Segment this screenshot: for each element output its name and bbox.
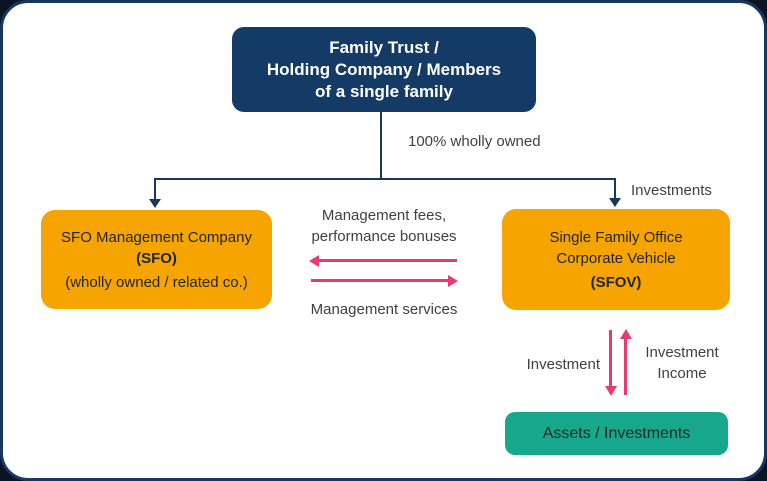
- arrow-investment-shaft: [609, 330, 612, 387]
- node-sfov: Single Family Office Corporate Vehicle (…: [502, 209, 730, 310]
- node-sfo: SFO Management Company (SFO) (wholly own…: [41, 210, 272, 309]
- family-trust-line1: Family Trust /: [329, 37, 439, 57]
- arrow-income-head-up: [620, 329, 632, 339]
- label-management-fees: Management fees, performance bonuses: [284, 205, 484, 247]
- connector-branch-horizontal: [154, 178, 616, 180]
- sfo-line2: (SFO): [136, 249, 177, 267]
- investment-income-line2: Income: [657, 365, 707, 382]
- label-ownership: 100% wholly owned: [408, 133, 541, 150]
- arrow-fees-head-left: [309, 255, 319, 267]
- management-fees-line1: Management fees,: [321, 207, 447, 224]
- arrowhead-to-sfo: [149, 199, 161, 208]
- arrow-income-shaft: [624, 339, 627, 395]
- family-trust-line2: Holding Company / Members: [266, 59, 502, 79]
- sfo-line3: (wholly owned / related co.): [65, 273, 248, 291]
- arrow-fees-shaft: [317, 259, 457, 262]
- investment-income-line1: Investment: [645, 344, 719, 361]
- label-management-services: Management services: [310, 301, 458, 318]
- family-trust-line3: of a single family: [315, 81, 453, 101]
- node-assets: Assets / Investments: [505, 412, 728, 455]
- arrowhead-to-sfov: [609, 198, 621, 207]
- arrow-investment-head-down: [605, 386, 617, 396]
- label-investment-income: Investment Income: [636, 342, 728, 384]
- node-family-trust: Family Trust / Holding Company / Members…: [232, 27, 536, 112]
- sfov-line1: Single Family Office: [549, 228, 683, 246]
- arrow-services-head-right: [448, 275, 458, 287]
- label-investment: Investment: [526, 356, 600, 373]
- connector-drop-right: [614, 180, 616, 199]
- sfo-line1: SFO Management Company: [61, 228, 252, 246]
- arrow-services-shaft: [311, 279, 449, 282]
- sfov-line3: (SFOV): [590, 273, 642, 291]
- sfov-line2: Corporate Vehicle: [556, 249, 676, 267]
- management-fees-line2: performance bonuses: [311, 228, 457, 245]
- label-investments: Investments: [631, 182, 712, 199]
- connector-trust-stem: [380, 112, 382, 179]
- connector-drop-left: [154, 180, 156, 200]
